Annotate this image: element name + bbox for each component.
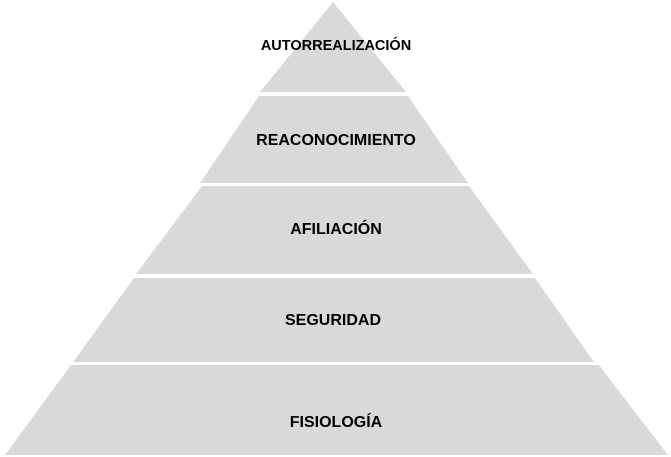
pyramid-tier-3 — [136, 186, 533, 274]
level-label-seguridad: SEGURIDAD — [285, 312, 381, 329]
level-label-afiliacion: AFILIACIÓN — [290, 219, 382, 238]
pyramid-level-2: REACONOCIMIENTO — [200, 96, 468, 183]
pyramid-level-1: AUTORREALIZACIÓN — [260, 2, 411, 92]
pyramid-tier-top — [260, 2, 406, 92]
pyramid-level-5: FISIOLOGÍA — [5, 365, 668, 455]
pyramid-tier-base — [5, 365, 668, 455]
pyramid-tier-4 — [73, 278, 594, 362]
pyramid-level-4: SEGURIDAD — [73, 278, 594, 362]
level-label-fisiologia: FISIOLOGÍA — [290, 412, 383, 431]
pyramid-tier-2 — [200, 96, 468, 183]
pyramid-level-3: AFILIACIÓN — [136, 186, 533, 274]
level-label-reaconocimiento: REACONOCIMIENTO — [256, 132, 416, 149]
level-label-autorrealizacion: AUTORREALIZACIÓN — [261, 36, 411, 54]
